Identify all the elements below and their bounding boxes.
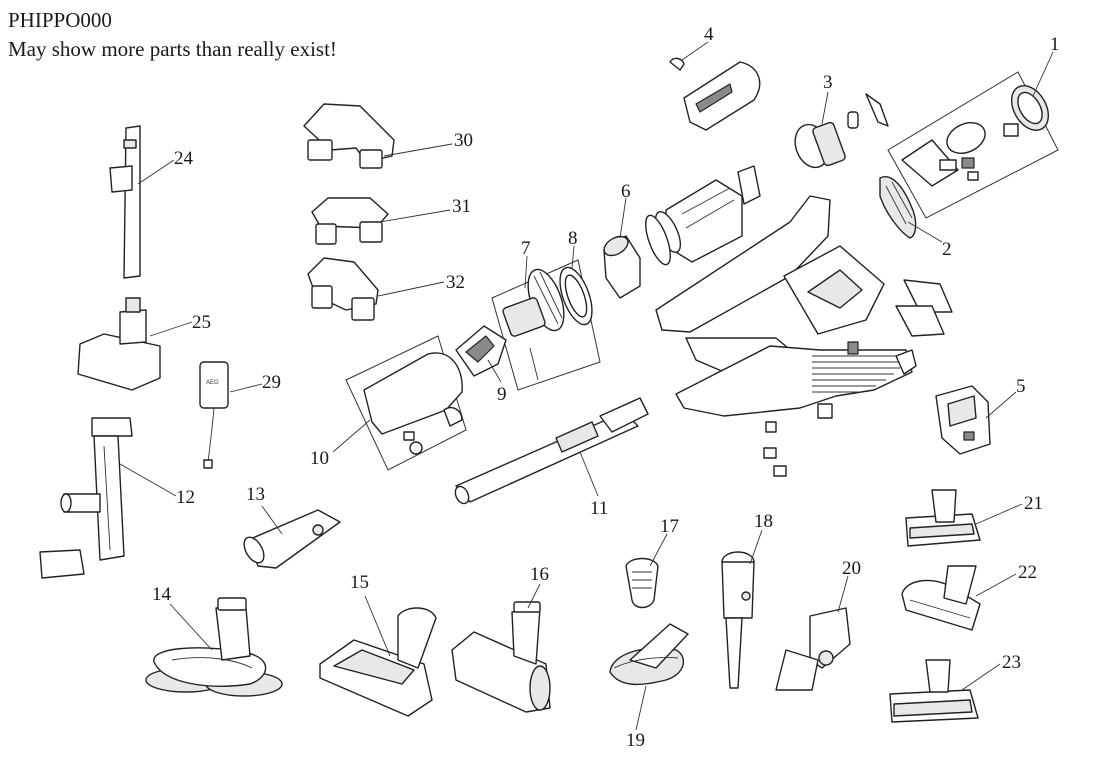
part-8-filter-ring — [559, 266, 593, 326]
label-9: 9 — [497, 384, 507, 405]
label-20: 20 — [842, 558, 861, 579]
part-3-motor — [794, 93, 889, 169]
label-32: 32 — [446, 272, 465, 293]
label-10: 10 — [310, 448, 329, 469]
part-6-cyclone-cap — [603, 235, 641, 299]
part-11-extension-tube — [454, 397, 649, 505]
part-30-stand-piece — [303, 103, 395, 169]
part-23-turbo-brush-alt — [889, 659, 979, 723]
label-21: 21 — [1024, 493, 1043, 514]
diagram-header: PHIPPO000 May show more parts than reall… — [8, 6, 337, 64]
part-16-pet-nozzle — [451, 601, 551, 713]
part-14-mop-nozzle — [145, 597, 283, 697]
part-29-charger-adapter: AEG — [199, 361, 229, 469]
part-1-rear-cover-group — [887, 71, 1059, 219]
label-2: 2 — [942, 239, 952, 260]
label-22: 22 — [1018, 562, 1037, 583]
label-15: 15 — [350, 572, 369, 593]
part-19-soft-brush — [609, 623, 689, 686]
model-code: PHIPPO000 — [8, 8, 112, 32]
part-25-charging-base — [77, 297, 161, 391]
label-17: 17 — [660, 516, 679, 537]
label-3: 3 — [823, 72, 833, 93]
label-29: 29 — [262, 372, 281, 393]
part-13-crevice-tool — [243, 509, 341, 569]
label-30: 30 — [454, 130, 473, 151]
label-7: 7 — [521, 238, 531, 259]
part-24-tube-holder — [109, 125, 141, 279]
label-5: 5 — [1016, 376, 1026, 397]
label-1: 1 — [1050, 34, 1060, 55]
label-11: 11 — [590, 498, 608, 519]
label-23: 23 — [1002, 652, 1021, 673]
label-16: 16 — [530, 564, 549, 585]
part-4-handle-cap — [669, 57, 761, 131]
label-31: 31 — [452, 196, 471, 217]
label-8: 8 — [568, 228, 578, 249]
part-22-turbo-brush — [901, 565, 981, 631]
charger-brand-text: AEG — [206, 380, 219, 386]
label-25: 25 — [192, 312, 211, 333]
part-18-handheld-adapter — [721, 551, 755, 689]
seal-ring — [645, 214, 671, 266]
label-18: 18 — [754, 511, 773, 532]
label-24: 24 — [174, 148, 194, 169]
label-19: 19 — [626, 730, 645, 751]
part-12-wall-mount — [39, 417, 133, 579]
part-17-brush-tool — [625, 557, 659, 609]
part-9-dust-separator — [455, 325, 507, 377]
part-7-cyclone-filter-group — [491, 259, 601, 391]
part-5-battery — [935, 385, 991, 455]
label-13: 13 — [246, 484, 265, 505]
part-20-flex-crevice — [775, 607, 851, 691]
grille-mesh — [812, 355, 900, 393]
part-2-filter-sponge — [879, 176, 917, 239]
disclaimer-note: May show more parts than really exist! — [8, 37, 337, 61]
label-4: 4 — [704, 24, 714, 45]
part-21-mini-turbo-brush — [905, 489, 981, 547]
label-6: 6 — [621, 181, 631, 202]
part-31-stand-piece — [311, 197, 389, 245]
part-32-stand-piece — [307, 257, 379, 321]
label-14: 14 — [152, 584, 172, 605]
label-12: 12 — [176, 487, 195, 508]
part-15-floor-nozzle — [319, 607, 437, 717]
part-10-dust-container — [345, 335, 467, 471]
